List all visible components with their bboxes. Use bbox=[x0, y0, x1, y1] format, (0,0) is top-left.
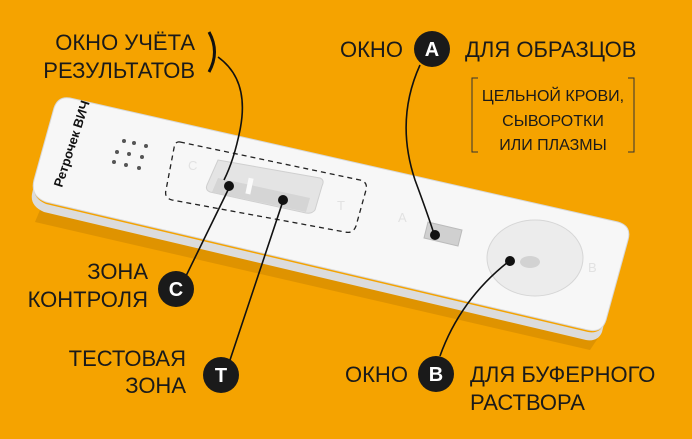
buffer-window-prefix: ОКНО bbox=[345, 362, 408, 387]
result-window-outline bbox=[164, 141, 368, 234]
result-window-label-line1: ОКНО УЧЁТА bbox=[55, 30, 195, 55]
test-zone-line2: ЗОНА bbox=[125, 373, 186, 398]
control-zone-line2: КОНТРОЛЯ bbox=[28, 287, 148, 312]
badge-t-letter: T bbox=[215, 365, 227, 387]
badge-b-letter: B bbox=[429, 364, 443, 386]
mark-b: B bbox=[588, 260, 597, 275]
badge-b bbox=[418, 356, 454, 392]
buffer-window-line2: РАСТВОРА bbox=[470, 390, 585, 415]
sample-detail-1: ЦЕЛЬНОЙ КРОВИ, bbox=[482, 86, 624, 105]
badge-c bbox=[158, 271, 194, 307]
mark-a: A bbox=[398, 210, 407, 225]
badge-t bbox=[203, 357, 239, 393]
mark-c: C bbox=[188, 158, 197, 173]
mark-t: T bbox=[337, 198, 345, 213]
sample-window-suffix: ДЛЯ ОБРАЗЦОВ bbox=[465, 37, 636, 62]
sample-window bbox=[423, 221, 463, 247]
details-bracket bbox=[471, 77, 635, 153]
sample-detail-2: СЫВОРОТКИ bbox=[502, 113, 604, 130]
sample-detail-3: ИЛИ ПЛАЗМЫ bbox=[499, 137, 607, 154]
result-window-label-line2: РЕЗУЛЬТАТОВ bbox=[43, 58, 195, 83]
badge-c-letter: C bbox=[169, 279, 183, 301]
test-zone-line1: ТЕСТОВАЯ bbox=[69, 346, 186, 371]
badge-a-letter: A bbox=[425, 39, 439, 61]
cassette-shadow bbox=[35, 210, 598, 350]
sample-window-prefix: ОКНО bbox=[340, 37, 403, 62]
bracket-icon bbox=[207, 31, 216, 73]
buffer-window-line1: ДЛЯ БУФЕРНОГО bbox=[470, 362, 655, 387]
vent-holes bbox=[112, 139, 148, 170]
leader-lines bbox=[185, 56, 515, 361]
control-zone-line1: ЗОНА bbox=[87, 259, 148, 284]
badge-a bbox=[414, 31, 450, 67]
test-cassette: Ретрочек ВИЧ C T A B bbox=[31, 97, 630, 341]
